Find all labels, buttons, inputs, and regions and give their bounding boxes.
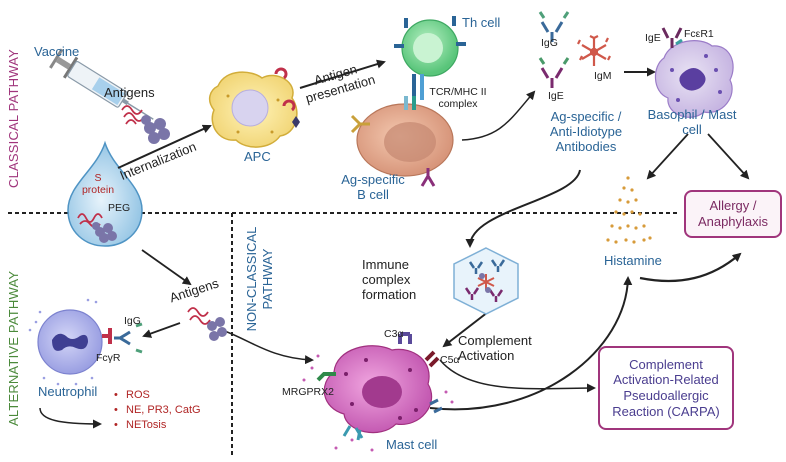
label-non-classical-pathway: NON-CLASSICAL PATHWAY (244, 226, 275, 332)
outcome-carpa-box: Complement Activation-Related Pseudoalle… (598, 346, 734, 430)
label-th-cell: Th cell (462, 15, 501, 30)
basophil-cell-icon (654, 27, 734, 118)
ige-antibody-icon (538, 57, 570, 88)
label-immune-complex: Immune complex formation (362, 257, 417, 302)
arrow-complex-complement (442, 311, 489, 348)
label-mast-cell: Mast cell (386, 437, 438, 452)
immune-complex-icon (453, 247, 519, 315)
label-basophil: Basophil / Mast cell (647, 107, 737, 137)
label-antigens-top: Antigens (104, 85, 155, 100)
spike-protein-icon (92, 222, 117, 243)
antigen-mrna-icon (121, 105, 145, 125)
arrow-baso-allergy (707, 133, 750, 180)
antigen-mid-icon (187, 307, 227, 341)
syringe-icon (49, 48, 154, 120)
arrow-histamine-allergy (639, 252, 742, 283)
igg-antibody-icon (538, 11, 570, 42)
antigen-protein-icon (141, 115, 170, 144)
apc-cell-icon (208, 67, 300, 148)
arrow-complement-carpa (439, 359, 596, 393)
neutro-igg-icon (114, 322, 143, 354)
neutrophil-cell-icon (28, 298, 112, 386)
arrow-drop-antigens (141, 249, 192, 286)
arrow-antigen-presentation (299, 59, 386, 89)
mast-cell-icon (302, 332, 454, 452)
label-vaccine: Vaccine (34, 44, 80, 59)
label-neutrophil: Neutrophil (38, 384, 98, 399)
arrow-mast-histamine (429, 276, 633, 411)
label-s-protein: S protein (81, 172, 115, 197)
igm-antibody-icon (577, 35, 611, 66)
label-c3a: C3α (384, 328, 404, 340)
label-mrgprx2: MRGPRX2 (282, 386, 334, 398)
label-classical-pathway: CLASSICAL PATHWAY (6, 49, 21, 188)
label-igg-neutrophil: IgG (124, 315, 141, 327)
label-apc: APC (244, 149, 271, 164)
outcome-allergy-box: Allergy / Anaphylaxis (684, 190, 782, 238)
effect-item: NETosis (114, 418, 201, 433)
label-igm: IgM (594, 70, 612, 82)
label-ige-top: IgE (548, 90, 564, 102)
label-alternative-pathway: ALTERNATIVE PATHWAY (6, 270, 21, 426)
label-b-cell: Ag-specific B cell (341, 172, 405, 202)
effect-item: ROS (114, 388, 201, 403)
label-complement-activation: Complement Activation (458, 333, 532, 363)
label-igg-top: IgG (541, 37, 558, 49)
arrow-internalization (117, 124, 212, 169)
arrow-antigens-neutrophil (142, 322, 181, 338)
effect-item: NE, PR3, CatG (114, 403, 201, 418)
label-c5a: C5α (440, 354, 460, 366)
b-cell-icon (350, 96, 454, 187)
label-antibodies: Ag-specific / Anti-Idiotype Antibodies (549, 109, 623, 154)
arrow-neutrophil-effects (39, 407, 102, 429)
histamine-dots-icon (606, 176, 652, 244)
label-ige-baso: IgE (645, 32, 661, 44)
label-fcgr: FcγR (96, 352, 121, 364)
arrow-antigens-mastcell (221, 329, 314, 365)
label-tcr-mhc: TCR/MHC II complex (429, 86, 487, 111)
label-histamine: Histamine (604, 253, 662, 268)
neutrophil-effects-list: ROS NE, PR3, CatG NETosis (114, 388, 201, 433)
arrow-to-antibodies (461, 90, 536, 141)
arrow-antibodies-to-complex (465, 169, 581, 248)
label-fcer1: FcεR1 (684, 28, 714, 40)
arrow-baso-histamine (646, 133, 689, 180)
th-cell-icon (394, 16, 466, 100)
label-peg: PEG (108, 202, 131, 214)
